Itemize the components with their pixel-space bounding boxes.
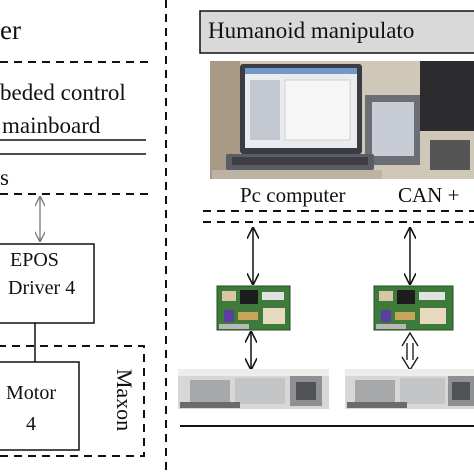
controller-board-2 [373, 285, 454, 331]
pc-computer-label: Pc computer [240, 183, 346, 207]
board-to-motor-double-arrow-2 [401, 331, 419, 372]
left-title-fragment: er [0, 15, 21, 45]
motor-label-line2: 4 [26, 413, 36, 435]
left-bus-label: s [0, 165, 9, 190]
motor-label-line1: Motor [6, 382, 56, 404]
driver-label-line2: Driver 4 [8, 277, 76, 299]
actuator-photo-1 [178, 369, 329, 409]
manipulator-title-box [199, 10, 474, 54]
maxon-dashed-box [0, 345, 145, 457]
controller-board-1 [216, 285, 291, 331]
driver-label-line1: EPOS [10, 249, 59, 271]
embedded-label-line2: mainboard [2, 113, 101, 138]
embedded-label-line1: beded control [0, 80, 126, 105]
laptop-photo [210, 61, 474, 179]
can-label: CAN + [398, 183, 460, 207]
actuator-photo-2 [345, 369, 474, 409]
maxon-label: Maxon [112, 368, 137, 432]
motor-box [0, 361, 80, 451]
epos-driver-box [0, 243, 95, 324]
manipulator-title: Humanoid manipulato [208, 18, 415, 43]
